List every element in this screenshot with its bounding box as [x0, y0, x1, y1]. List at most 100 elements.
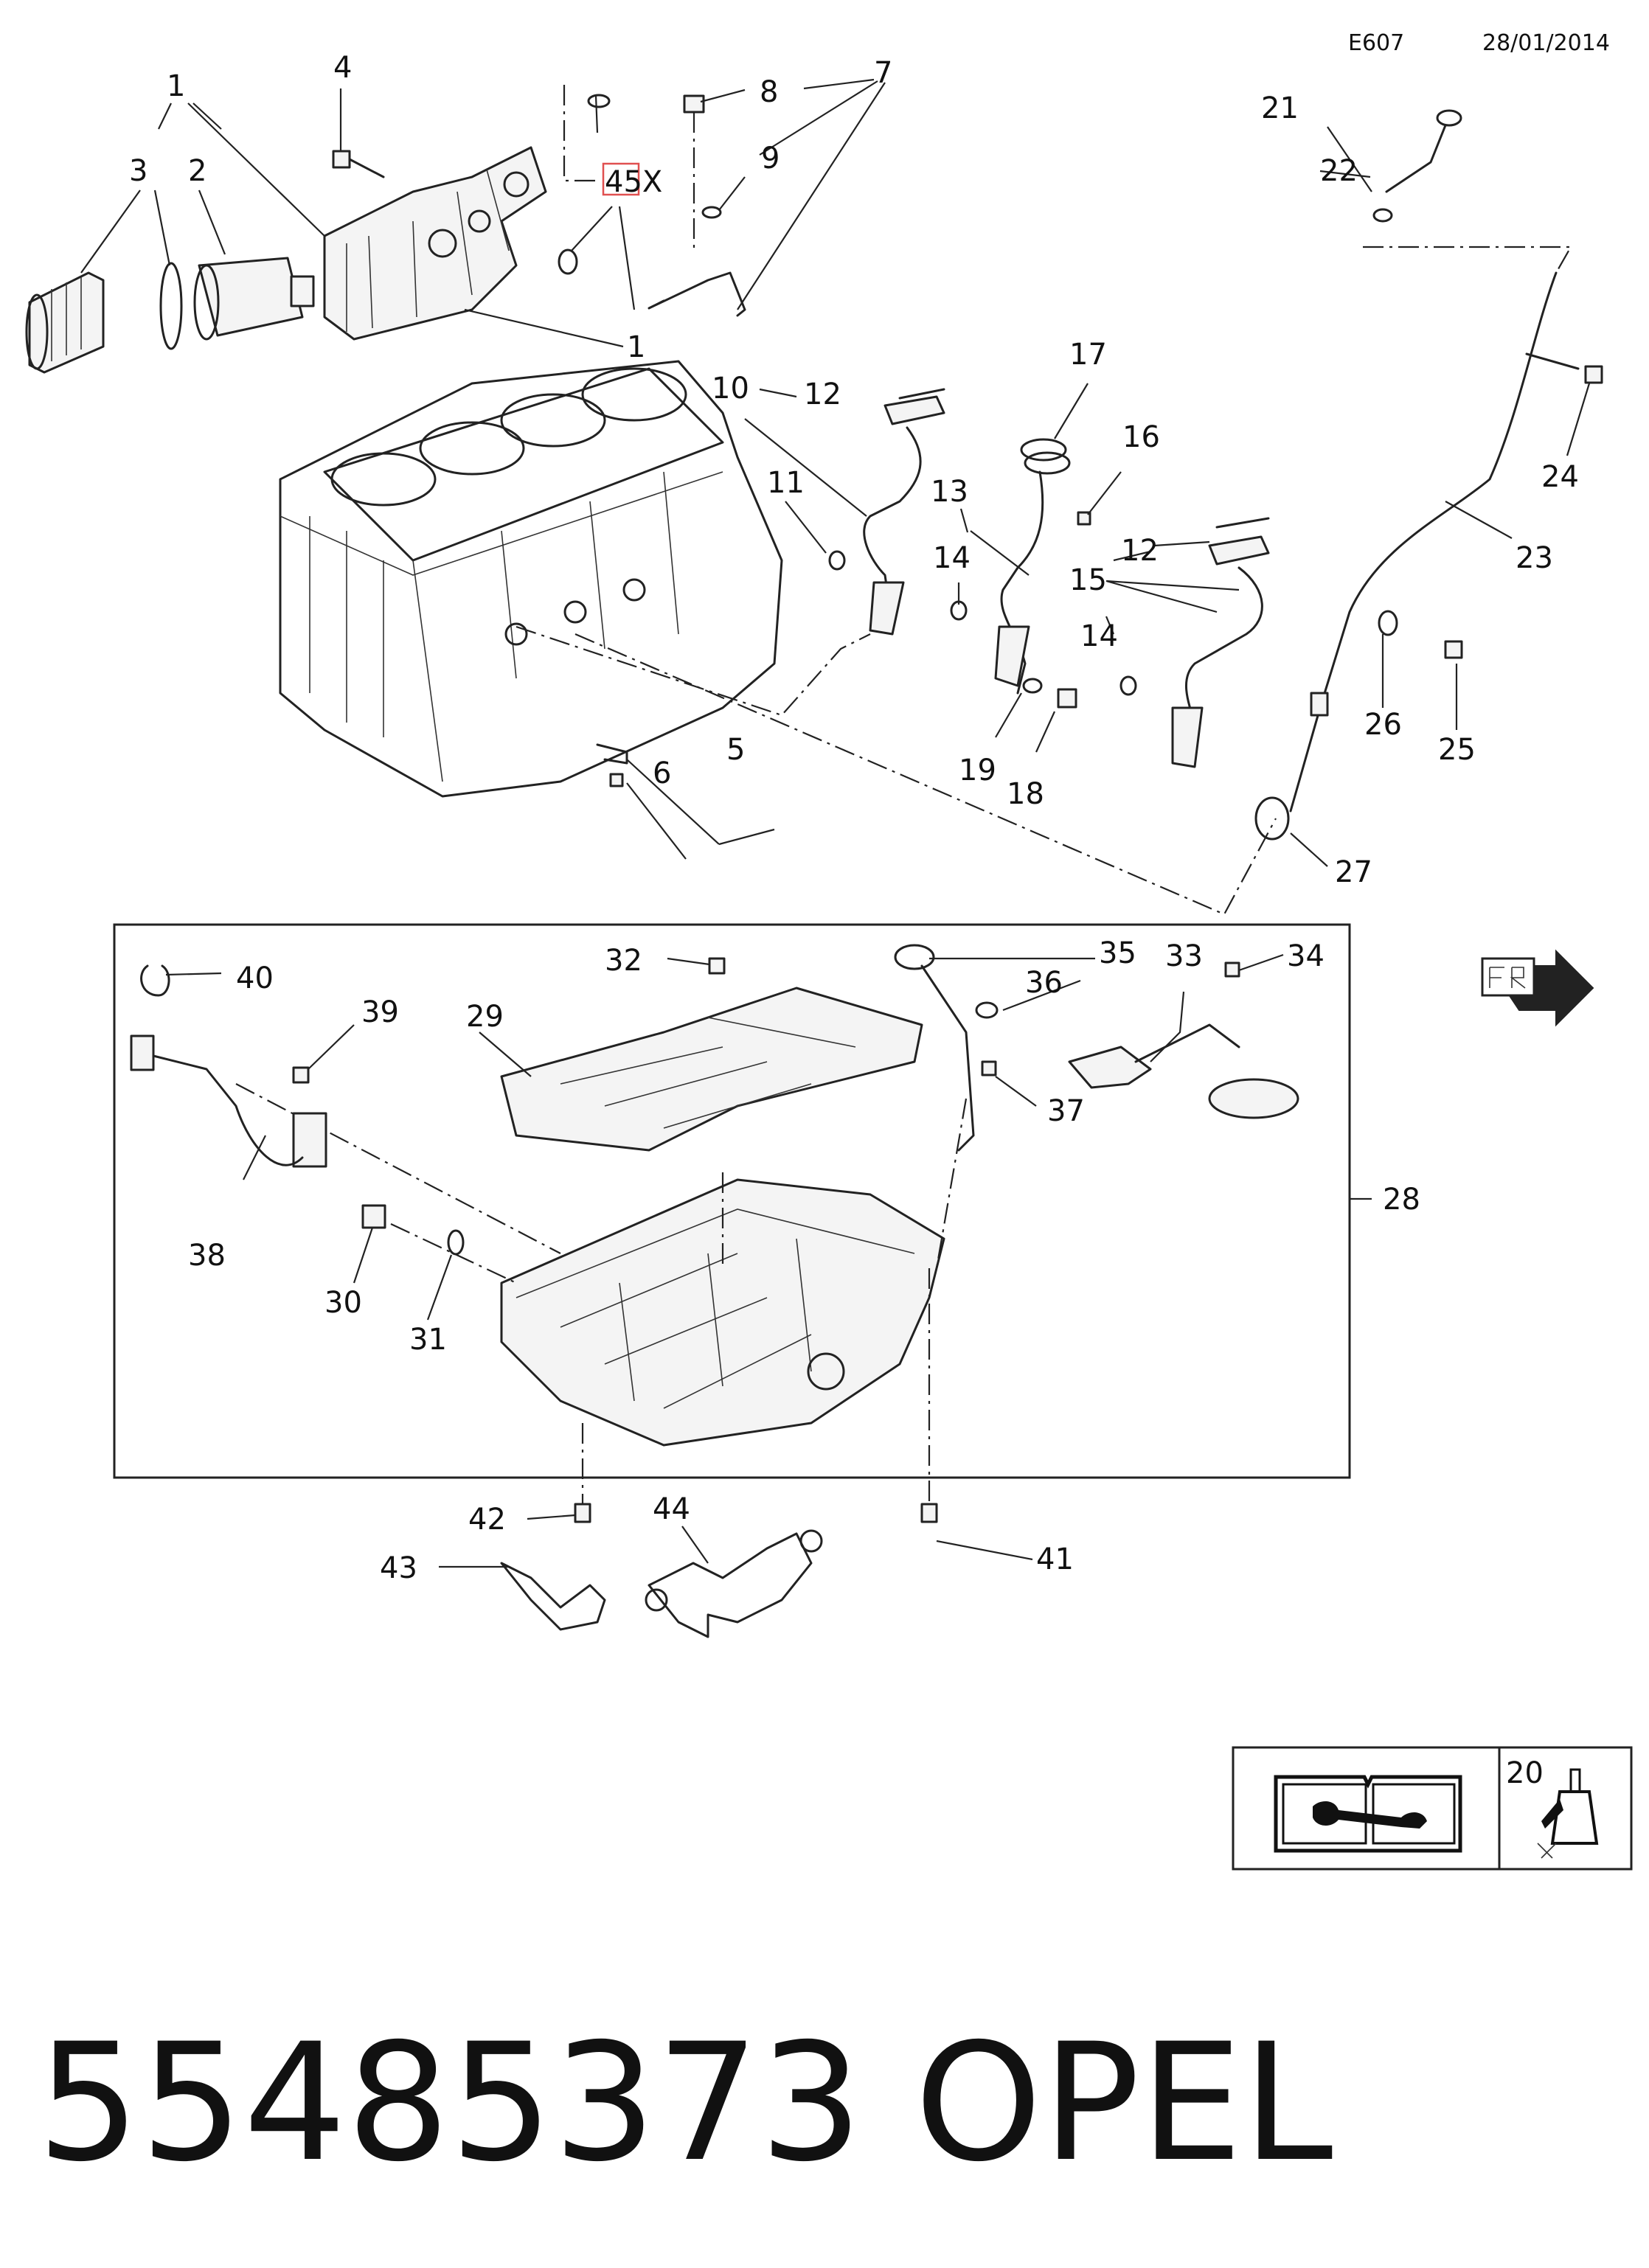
part-number: 55485373	[37, 2008, 863, 2197]
callout-22: 22	[1320, 154, 1358, 188]
grommet-27	[1254, 796, 1290, 841]
seal-11	[828, 550, 846, 571]
bolt-25	[1444, 640, 1463, 659]
oil-line-15	[1171, 535, 1270, 768]
callout-21: 21	[1261, 91, 1299, 125]
callout-40: 40	[236, 961, 274, 995]
oil-line-10	[863, 395, 945, 636]
o-ring-36	[975, 1001, 999, 1019]
callout-29: 29	[466, 1000, 504, 1034]
callout-14: 14	[933, 541, 971, 575]
callout-labels: 1 1 2 3 4 45X 5 6 7 8 9 10 11 12 12 13 1…	[129, 51, 1579, 1790]
callout-27: 27	[1335, 855, 1372, 889]
guide-line-pickup	[935, 1098, 968, 1269]
oil-baffle-29	[500, 987, 923, 1152]
callout-25: 25	[1438, 733, 1476, 767]
callout-3: 3	[129, 154, 147, 188]
guide-line-drain	[390, 1223, 517, 1284]
seal-ring-31	[447, 1229, 465, 1256]
callout-44: 44	[653, 1492, 690, 1526]
callout-11: 11	[767, 466, 805, 500]
callout-10: 10	[712, 372, 749, 406]
legend-box	[1232, 1746, 1633, 1871]
callout-39: 39	[361, 995, 399, 1029]
callout-31: 31	[409, 1323, 447, 1357]
callout-42: 42	[468, 1503, 506, 1537]
dipstick	[1385, 109, 1462, 193]
callout-15: 15	[1069, 563, 1107, 597]
callout-7: 7	[874, 56, 892, 90]
oil-feed-pipe	[648, 271, 746, 317]
housing-bolt	[332, 150, 385, 178]
callout-6: 6	[653, 756, 671, 790]
callout-32: 32	[605, 944, 642, 978]
o-ring-22	[1372, 208, 1393, 223]
brand-name: OPEL	[914, 2008, 1333, 2197]
drain-plug-30	[361, 1204, 386, 1229]
callout-12: 12	[804, 378, 841, 411]
oil-level-sensor	[130, 1034, 327, 1168]
bolt-8	[683, 94, 705, 251]
assembly-guide-line	[563, 85, 599, 182]
clip-12a	[898, 388, 945, 400]
bolt-6	[609, 773, 624, 787]
bolt-34	[1224, 961, 1240, 978]
oil-filter-housing	[323, 146, 547, 341]
bracket-44	[645, 1529, 823, 1638]
sealant-tube-icon	[1537, 1768, 1599, 1859]
callout-36: 36	[1025, 966, 1063, 1000]
diagram-code: E607	[1348, 30, 1404, 56]
washer-9	[701, 206, 722, 219]
oil-pan-group-frame	[113, 923, 1351, 1479]
callout-18: 18	[1007, 777, 1044, 811]
bolt-41	[920, 1503, 938, 1523]
callout-43: 43	[380, 1551, 417, 1585]
highlight-box	[602, 162, 640, 196]
guide-line-dipstick	[574, 633, 1277, 916]
callout-1: 1	[627, 330, 645, 364]
bolt-37	[981, 1060, 997, 1076]
dipstick-tube	[1289, 271, 1580, 813]
oil-line-13	[994, 451, 1071, 695]
bolt-39	[292, 1066, 310, 1084]
diagram-date: 28/01/2014	[1482, 30, 1610, 56]
callout-34: 34	[1287, 939, 1325, 973]
bracket-43	[500, 1562, 606, 1631]
callout-5: 5	[726, 733, 745, 767]
callout-19: 19	[959, 754, 996, 787]
clip-40	[140, 964, 170, 997]
bolt-18	[1057, 688, 1077, 709]
callout-17: 17	[1069, 338, 1107, 372]
guide-line-block	[515, 625, 871, 717]
callout-33: 33	[1165, 939, 1203, 973]
callout-35: 35	[1099, 936, 1136, 970]
washer-19	[1022, 678, 1043, 694]
callout-1: 1	[167, 69, 185, 103]
callout-45x: 45X	[605, 165, 662, 199]
oil-filter-cap	[25, 271, 105, 374]
callout-16: 16	[1122, 420, 1160, 454]
callout-12: 12	[1121, 534, 1159, 568]
leader-lines	[80, 78, 1591, 1568]
callout-41: 41	[1036, 1542, 1074, 1576]
bolt-42	[574, 1503, 591, 1523]
callout-28: 28	[1383, 1183, 1420, 1217]
guide-line-dipstick-top	[1363, 246, 1572, 274]
callout-2: 2	[188, 154, 206, 188]
manual-book-icon	[1274, 1775, 1462, 1853]
bolt-24	[1584, 365, 1603, 384]
callout-24: 24	[1541, 460, 1579, 494]
oil-pan	[500, 1178, 945, 1447]
callout-26: 26	[1364, 708, 1402, 742]
gasket-ring-small	[558, 94, 611, 275]
callout-30: 30	[324, 1286, 362, 1320]
oil-pickup-tube	[1068, 1023, 1299, 1119]
bracket-5	[596, 743, 628, 765]
callout-9: 9	[761, 142, 780, 175]
guide-line-sensor	[235, 1083, 561, 1254]
callout-4: 4	[333, 51, 352, 85]
callout-38: 38	[188, 1239, 226, 1273]
bolt-16	[1077, 511, 1091, 526]
washer-26	[1378, 610, 1398, 636]
callout-20: 20	[1506, 1756, 1544, 1790]
